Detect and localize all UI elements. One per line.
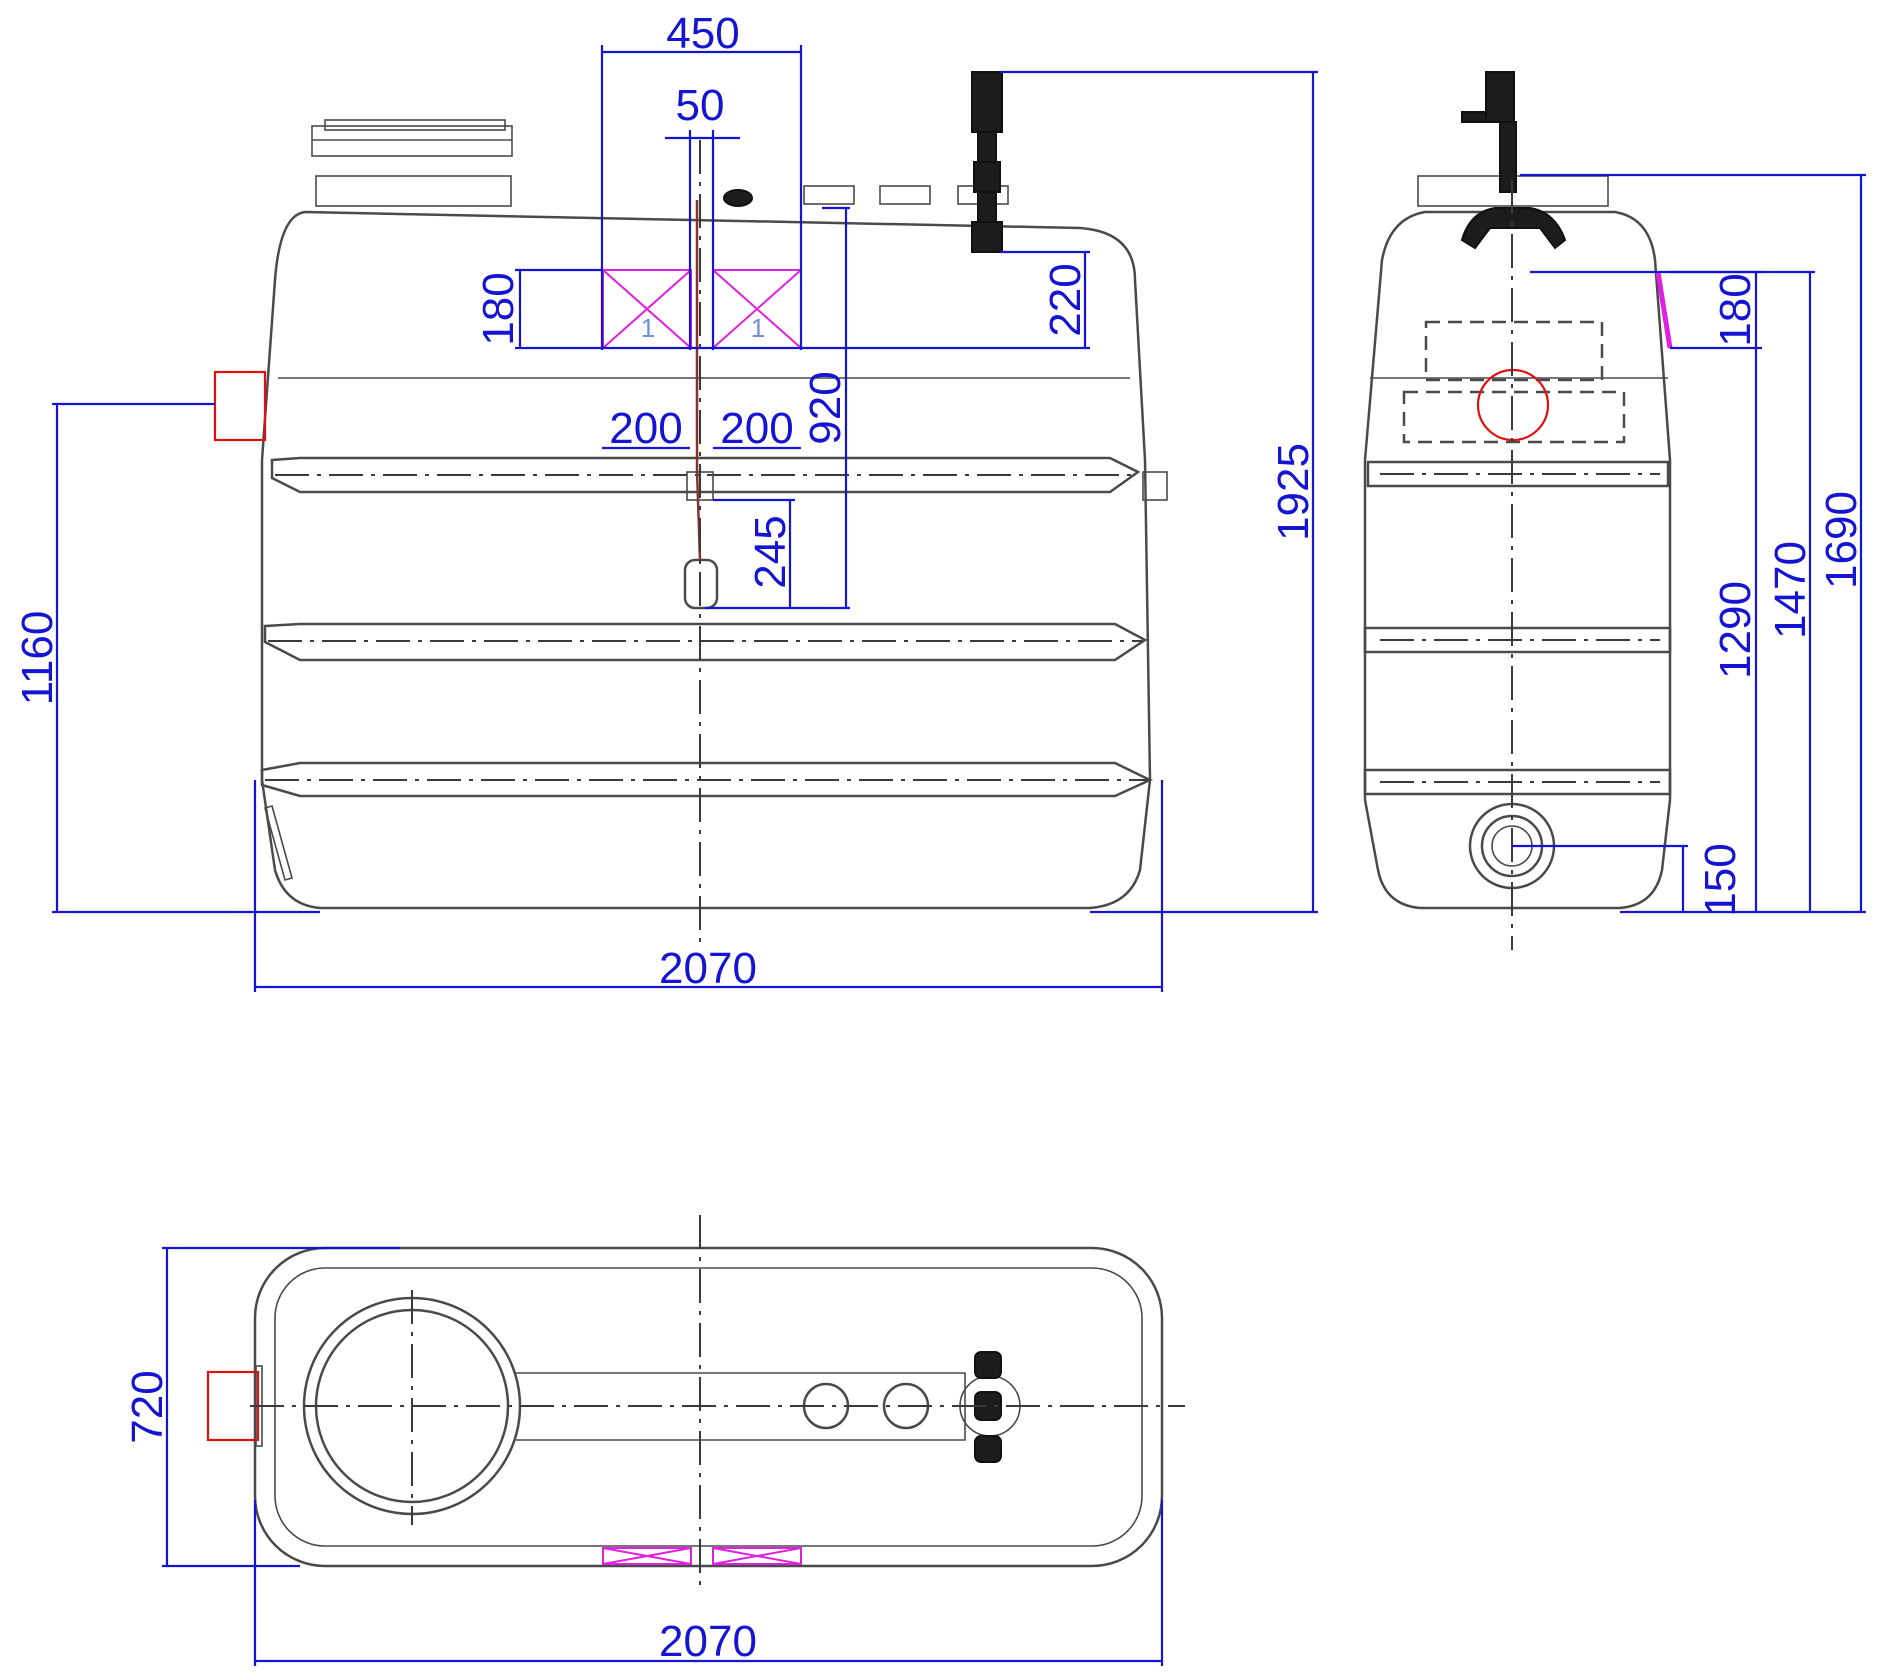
top-dimensions: 720 2070 bbox=[123, 1246, 1164, 1666]
dim-1290: 1290 bbox=[1711, 581, 1760, 679]
dim-200-right: 200 bbox=[720, 404, 793, 453]
front-float-cap bbox=[723, 189, 753, 207]
dim-50: 50 bbox=[676, 81, 725, 130]
dim-180-side: 180 bbox=[1711, 273, 1760, 346]
dim-200-left: 200 bbox=[609, 404, 682, 453]
dim-2070-front: 2070 bbox=[659, 944, 757, 993]
dim-720: 720 bbox=[123, 1370, 172, 1443]
dim-220: 220 bbox=[1041, 263, 1090, 336]
side-dimensions: 180 1290 1470 1690 150 bbox=[1512, 173, 1866, 917]
dim-1690: 1690 bbox=[1817, 491, 1866, 589]
zone-box-right: 1 bbox=[712, 269, 802, 349]
side-dashed-panel-1 bbox=[1424, 320, 1604, 382]
zone-box-left: 1 bbox=[602, 269, 692, 349]
dim-1160: 1160 bbox=[13, 611, 62, 706]
side-view bbox=[1363, 71, 1673, 950]
front-fitting-2 bbox=[879, 185, 931, 205]
side-magenta-strip bbox=[1655, 271, 1673, 349]
top-zone-boxes bbox=[602, 1547, 802, 1565]
side-rib-1 bbox=[1366, 460, 1670, 488]
dim-450: 450 bbox=[666, 9, 739, 58]
front-rib-bracket-right bbox=[1142, 471, 1168, 501]
front-view: 1 1 bbox=[213, 71, 1168, 950]
side-valve-assembly bbox=[1460, 71, 1567, 250]
front-rib-3 bbox=[260, 761, 1153, 798]
dim-150: 150 bbox=[1696, 843, 1745, 916]
top-view bbox=[206, 1215, 1185, 1590]
dim-920: 920 bbox=[801, 371, 850, 444]
dim-2070-top: 2070 bbox=[659, 1617, 757, 1666]
zone-label-left: 1 bbox=[641, 313, 655, 343]
side-rib-2 bbox=[1363, 626, 1672, 654]
front-dimensions: 450 50 180 220 200 200 920 245 1925 bbox=[13, 9, 1318, 993]
front-drain-tab bbox=[264, 805, 293, 881]
dim-1925: 1925 bbox=[1269, 443, 1318, 541]
side-dashed-panel-2 bbox=[1402, 390, 1626, 444]
zone-label-right: 1 bbox=[751, 313, 765, 343]
front-rib-2 bbox=[263, 622, 1148, 662]
dim-1470: 1470 bbox=[1766, 541, 1815, 639]
front-rib-1 bbox=[270, 456, 1141, 494]
dim-245: 245 bbox=[746, 515, 795, 588]
side-rib-3 bbox=[1363, 768, 1672, 796]
front-fitting-1 bbox=[803, 185, 855, 205]
front-inlet bbox=[213, 370, 267, 442]
front-tank-outline bbox=[260, 210, 1152, 910]
side-tank-outline bbox=[1363, 210, 1672, 910]
dim-180-front: 180 bbox=[474, 272, 523, 345]
front-valve-assembly bbox=[971, 71, 1003, 253]
front-manhole-lid bbox=[311, 119, 513, 207]
